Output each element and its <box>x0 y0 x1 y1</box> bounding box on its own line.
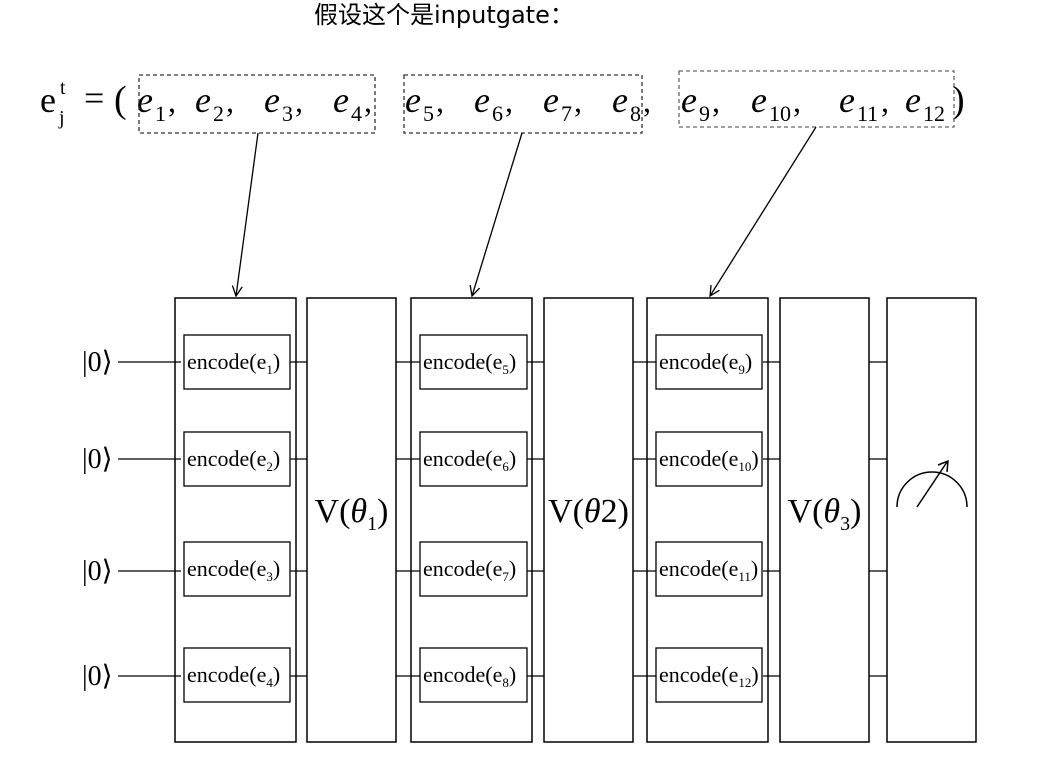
encode-gates: encode(e1) encode(e2) encode(e3) encode(e4)… <box>183 334 763 703</box>
equation-separator: , <box>295 83 303 119</box>
equation-term: e <box>137 80 153 120</box>
variational-block-3 <box>779 297 870 743</box>
meter-icon <box>896 459 968 508</box>
encode-box <box>183 541 291 597</box>
qubit-label: |0⟩ <box>82 556 113 587</box>
equation-term: e <box>905 80 921 120</box>
equation-separator: , <box>505 83 513 119</box>
encode-label: encode(e10) <box>659 446 759 474</box>
variational-block-2 <box>543 297 634 743</box>
qubit-label: |0⟩ <box>82 444 113 475</box>
encode-box <box>419 541 528 597</box>
equation-lhs-superscript: t <box>60 77 66 99</box>
equation-open-paren: ( <box>114 79 127 121</box>
encode-label: encode(e2) <box>187 446 280 474</box>
qubit-label: |0⟩ <box>82 661 113 692</box>
encode-box <box>655 541 763 597</box>
equation-term-subscript: 11 <box>857 101 878 126</box>
encode-label: encode(e5) <box>423 349 516 377</box>
encode-box <box>655 334 763 390</box>
equation-term: e <box>405 80 421 120</box>
equation-term: e <box>751 80 767 120</box>
encode-label: encode(e7) <box>423 556 516 584</box>
equation-term-subscript: 3 <box>282 101 293 126</box>
encode-column-1 <box>174 297 297 743</box>
equation-equals: = <box>84 78 104 118</box>
equation-separator: , <box>574 83 582 119</box>
variational-block-1 <box>306 297 397 743</box>
variational-label: V(θ1) <box>315 493 389 535</box>
encode-column-3 <box>646 297 769 743</box>
encode-label: encode(e12) <box>659 662 759 690</box>
dashed-group-2 <box>403 74 643 134</box>
equation-separator: , <box>881 83 889 119</box>
arrow-group-3 <box>710 126 817 296</box>
encode-box <box>655 431 763 487</box>
encode-label: encode(e9) <box>659 349 752 377</box>
arrows <box>236 126 817 296</box>
equation-term-subscript: 8 <box>630 101 641 126</box>
equation-term: e <box>612 80 628 120</box>
encode-label: encode(e6) <box>423 446 516 474</box>
equation-separator: , <box>712 83 720 119</box>
equation-term-subscript: 7 <box>561 101 572 126</box>
encode-box <box>655 647 763 703</box>
equation-separator: , <box>643 83 651 119</box>
equation-term-subscript: 9 <box>699 101 710 126</box>
equation-term: e <box>474 80 490 120</box>
equation-separator: , <box>793 83 801 119</box>
encode-box <box>419 431 528 487</box>
encode-box <box>419 334 528 390</box>
encode-label: encode(e1) <box>187 349 280 377</box>
encode-label: encode(e11) <box>659 556 758 584</box>
dashed-group-3 <box>678 70 955 128</box>
equation-separator: , <box>364 83 372 119</box>
variational-label: V(θ2) <box>548 493 629 530</box>
equation-lhs: e <box>40 80 56 120</box>
qubit-label: |0⟩ <box>82 347 113 378</box>
encode-label: encode(e3) <box>187 556 280 584</box>
equation-term-subscript: 12 <box>923 101 945 126</box>
equation-lhs-subscript: j <box>58 107 65 129</box>
equation-term: e <box>543 80 559 120</box>
equation-term: e <box>195 80 211 120</box>
equation-separator: , <box>436 83 444 119</box>
encode-label: encode(e8) <box>423 662 516 690</box>
arrow-group-2 <box>472 132 523 296</box>
variational-label: V(θ3) <box>788 493 862 535</box>
qubit-labels: |0⟩ |0⟩ |0⟩ |0⟩ <box>82 347 113 692</box>
equation-term-subscript: 10 <box>769 101 791 126</box>
equation-close-paren: ) <box>952 79 965 121</box>
equation-separator: , <box>168 83 176 119</box>
encode-box <box>183 647 291 703</box>
encode-label: encode(e4) <box>187 662 280 690</box>
encode-column-2 <box>410 297 533 743</box>
equation-term-subscript: 4 <box>351 101 362 126</box>
equation-term-subscript: 2 <box>213 101 224 126</box>
equation-term: e <box>264 80 280 120</box>
measurement-block <box>886 297 977 743</box>
circuit-columns: V(θ1) V(θ2) V(θ3) <box>174 297 977 743</box>
equation-term-subscript: 6 <box>492 101 503 126</box>
equation-separator: , <box>226 83 234 119</box>
caption-text: 假设这个是inputgate： <box>314 1 574 29</box>
qubit-wires <box>118 361 887 677</box>
equation-term: e <box>839 80 855 120</box>
encode-box <box>419 647 528 703</box>
equation-term: e <box>333 80 349 120</box>
equation-term: e <box>681 80 697 120</box>
equation-term-subscript: 1 <box>155 101 166 126</box>
arrow-group-1 <box>236 132 259 296</box>
equation-term-subscript: 5 <box>423 101 434 126</box>
encode-box <box>183 334 291 390</box>
encode-box <box>183 431 291 487</box>
